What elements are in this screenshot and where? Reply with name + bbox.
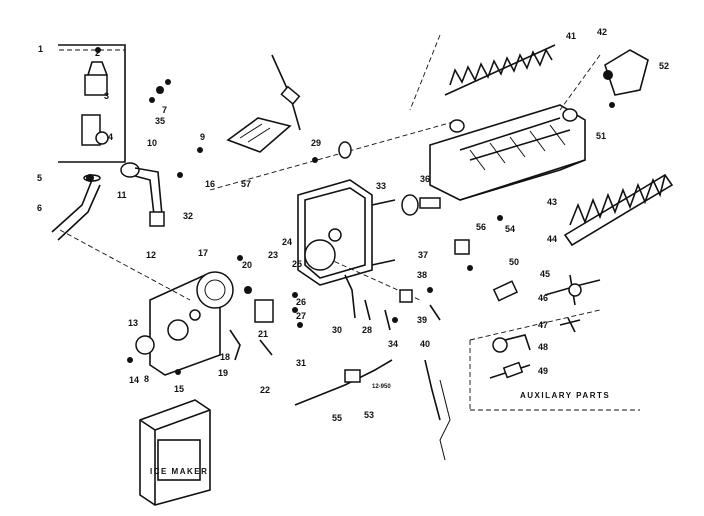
part-label-9: 9: [200, 132, 205, 142]
part-label-53: 53: [364, 410, 374, 420]
part-label-45: 45: [540, 269, 550, 279]
housing: [297, 179, 396, 286]
part-label-38: 38: [417, 270, 427, 280]
thermostat-wire: 12-950: [294, 359, 393, 406]
part-label-34: 34: [388, 339, 398, 349]
ejector-blade: [444, 44, 556, 96]
support-panel: [135, 274, 221, 376]
part-label-5: 5: [37, 173, 42, 183]
wire-tag: 12-950: [372, 384, 391, 390]
part-label-47: 47: [538, 320, 548, 330]
part-label-51: 51: [596, 131, 606, 141]
auxiliary-parts: AUXILARY PARTS: [489, 274, 610, 400]
part-label-8: 8: [144, 374, 149, 384]
part-label-37: 37: [418, 250, 428, 260]
part-label-14: 14: [129, 375, 139, 385]
part-label-2: 2: [95, 48, 100, 58]
part-label-55: 55: [332, 413, 342, 423]
part-label-4: 4: [108, 132, 113, 142]
part-label-7: 7: [162, 105, 167, 115]
part-label-25: 25: [292, 259, 302, 269]
part-label-35: 35: [155, 116, 165, 126]
part-label-41: 41: [566, 31, 576, 41]
upper-left-parts: [58, 44, 126, 163]
part-label-22: 22: [260, 385, 270, 395]
part-label-15: 15: [174, 384, 184, 394]
box-label: ICE MAKER: [150, 467, 208, 476]
part-label-42: 42: [597, 27, 607, 37]
part-label-36: 36: [420, 174, 430, 184]
small-parts: [312, 141, 503, 461]
fasteners: [127, 79, 615, 375]
part-label-12: 12: [146, 250, 156, 260]
part-label-43: 43: [547, 197, 557, 207]
part-label-44: 44: [547, 234, 557, 244]
part-label-16: 16: [205, 179, 215, 189]
wire-harness: [226, 54, 301, 153]
part-label-27: 27: [296, 311, 306, 321]
part-label-30: 30: [332, 325, 342, 335]
part-label-50: 50: [509, 257, 519, 267]
part-label-17: 17: [198, 248, 208, 258]
part-label-10: 10: [147, 138, 157, 148]
part-label-24: 24: [282, 237, 292, 247]
part-label-31: 31: [296, 358, 306, 368]
part-label-18: 18: [220, 352, 230, 362]
part-label-56: 56: [476, 222, 486, 232]
part-label-49: 49: [538, 366, 548, 376]
part-label-11: 11: [117, 190, 127, 200]
part-label-1: 1: [38, 44, 43, 54]
part-label-32: 32: [183, 211, 193, 221]
part-label-13: 13: [128, 318, 138, 328]
part-label-57: 57: [241, 179, 251, 189]
part-label-46: 46: [538, 293, 548, 303]
ice-maker-box: ICE MAKER: [139, 399, 211, 506]
part-label-52: 52: [659, 61, 669, 71]
part-label-3: 3: [104, 91, 109, 101]
auxiliary-caption: AUXILARY PARTS: [520, 391, 610, 400]
part-label-23: 23: [268, 250, 278, 260]
stripper: [563, 173, 674, 247]
part-label-20: 20: [242, 260, 252, 270]
motor: [196, 271, 274, 361]
part-label-28: 28: [362, 325, 372, 335]
fill-cup: [603, 49, 649, 96]
part-label-33: 33: [376, 181, 386, 191]
part-label-6: 6: [37, 203, 42, 213]
part-label-29: 29: [311, 138, 321, 148]
part-label-39: 39: [417, 315, 427, 325]
part-label-19: 19: [218, 368, 228, 378]
part-label-54: 54: [505, 224, 515, 234]
inlet-tube: [51, 174, 101, 241]
part-label-40: 40: [420, 339, 430, 349]
part-label-21: 21: [258, 329, 268, 339]
fill-tube: [120, 162, 165, 227]
ice-mold: [429, 104, 586, 201]
part-label-48: 48: [538, 342, 548, 352]
part-label-26: 26: [296, 297, 306, 307]
